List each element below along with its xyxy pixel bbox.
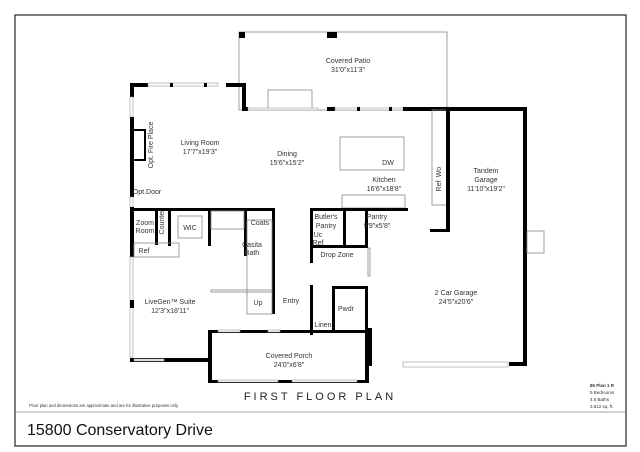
zoom-room-label-2: Room	[136, 228, 155, 235]
pwdr-label: Pwdr	[338, 306, 355, 313]
two-car-garage-label: 2 Car Garage	[435, 290, 478, 297]
dw-label: DW	[382, 160, 394, 167]
livegen-suite-dims: 12'3"x18'11"	[151, 308, 189, 315]
coats-label: Coats	[251, 220, 270, 227]
two-car-garage-dims: 24'5"x20'6"	[439, 299, 474, 306]
kitchen-dims: 16'6"x18'8"	[367, 186, 402, 193]
uc-ref-label: Ref	[313, 240, 324, 247]
covered-patio-dims: 31'0"x11'3"	[331, 67, 365, 74]
covered-porch-dims: 24'0"x6'8"	[274, 362, 305, 369]
plan-baths: 4.5 Baths	[590, 397, 610, 402]
butlers-pantry-label-2: Pantry	[316, 223, 337, 230]
fireplace-label: Opt. Fire Place	[148, 122, 155, 169]
plan-title: FIRST FLOOR PLAN	[244, 391, 396, 403]
tandem-garage-dims: 11'10"x19'2"	[467, 186, 505, 193]
ref-suite-label: Ref	[139, 248, 150, 255]
room-labels: Covered Patio 31'0"x11'3" Living Room 17…	[133, 58, 506, 369]
uc-label: Uc	[314, 232, 323, 239]
wo-label: Wo	[436, 167, 443, 177]
casita-bath-label-2: Bath	[245, 250, 260, 257]
plan-bedrooms: 5 Bedrooms	[590, 390, 615, 395]
plan-info: 85 Plan 1 R 5 Bedrooms 4.5 Baths 3,612 s…	[590, 383, 615, 409]
ref-kitchen-label: Ref	[436, 181, 443, 192]
drop-zone-label: Drop Zone	[320, 252, 353, 259]
dining-dims: 15'6"x15'2"	[270, 160, 305, 167]
wic-label: WIC	[183, 225, 197, 232]
entry-label: Entry	[283, 298, 300, 305]
plan-name: 85 Plan 1 R	[590, 383, 615, 388]
tandem-garage-label-1: Tandem	[474, 168, 499, 175]
stairs-up-label: Up	[254, 300, 263, 307]
counter-label: Counter	[159, 209, 166, 235]
casita-bath-label-1: Casita	[242, 242, 262, 249]
zoom-room-label-1: Zoom	[136, 220, 154, 227]
tandem-garage-label-2: Garage	[474, 177, 497, 184]
disclaimer: Floor plan and dimensions are approximat…	[29, 403, 179, 408]
opt-door-label: Opt.Door	[133, 189, 162, 196]
living-room-label: Living Room	[181, 140, 220, 147]
dining-label: Dining	[277, 151, 297, 158]
living-room-dims: 17'7"x19'3"	[183, 149, 218, 156]
address-title: 15800 Conservatory Drive	[27, 422, 213, 439]
covered-patio-label: Covered Patio	[326, 58, 370, 65]
linen-label: Linen	[314, 322, 331, 329]
sheet-frame	[14, 14, 627, 447]
kitchen-label: Kitchen	[372, 177, 395, 184]
covered-porch-label: Covered Porch	[266, 353, 313, 360]
floor-plan-drawing	[129, 31, 545, 383]
pantry-dims: 9'9"x5'8"	[364, 223, 391, 230]
pantry-label: Pantry	[367, 214, 388, 221]
plan-area: 3,612 sq. ft.	[590, 404, 614, 409]
butlers-pantry-label-1: Butler's	[314, 214, 338, 221]
livegen-suite-label: LiveGen™ Suite	[145, 299, 196, 306]
kitchen-island	[339, 136, 405, 171]
